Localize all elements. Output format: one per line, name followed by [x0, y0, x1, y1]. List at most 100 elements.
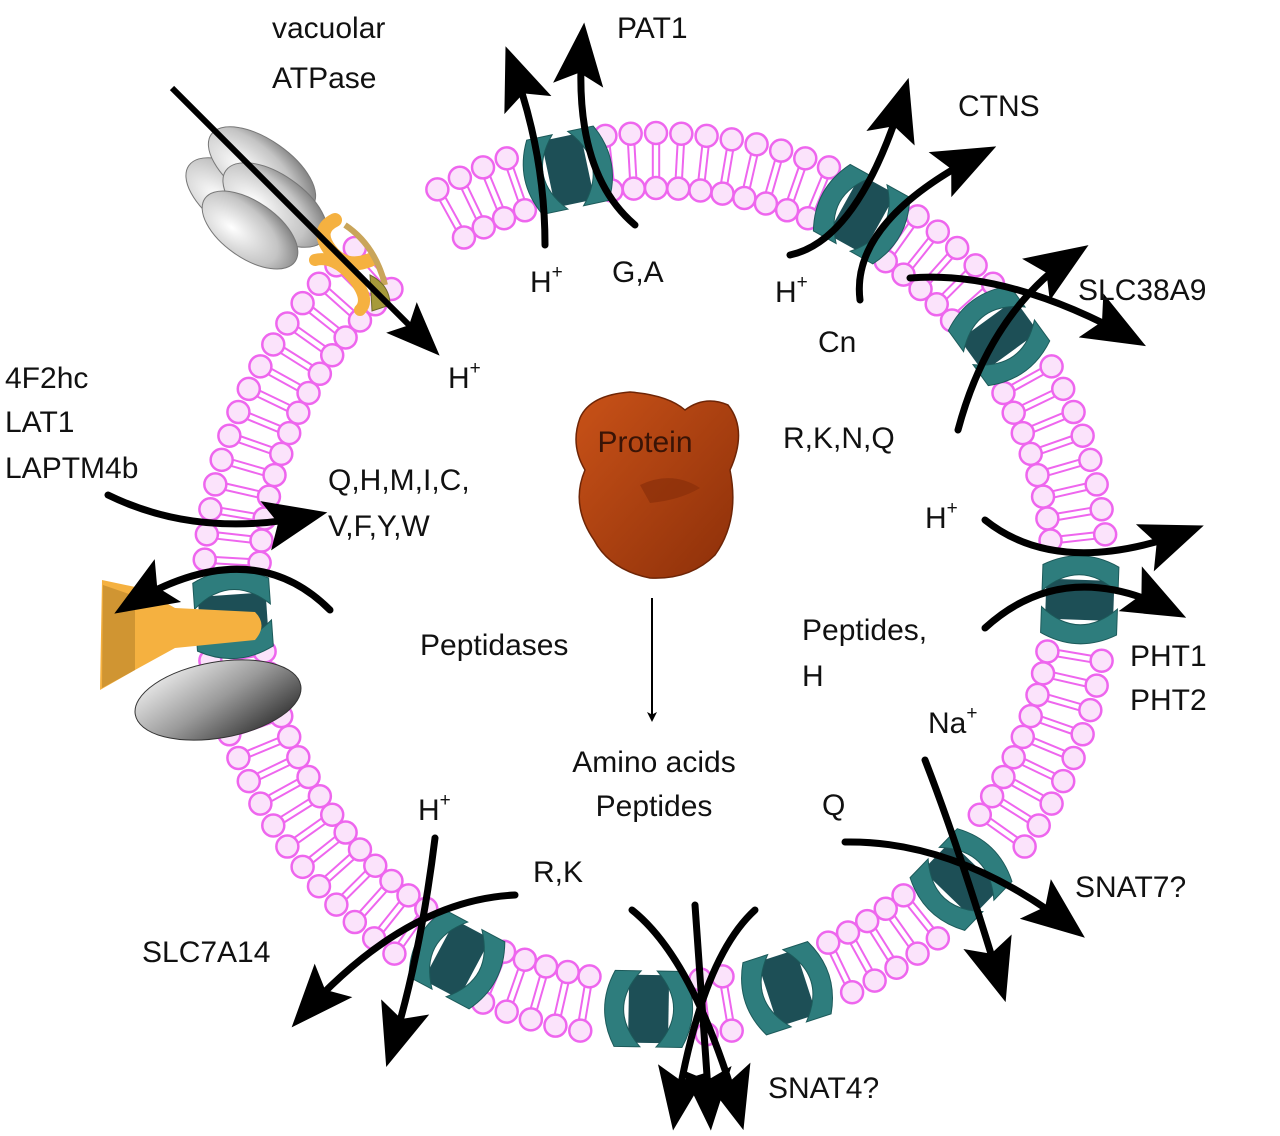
lipid-head — [1025, 462, 1050, 488]
lipid-head — [621, 176, 646, 201]
label-aa-line1: Q,H,M,I,C, — [328, 464, 470, 497]
lipid-head — [226, 745, 251, 771]
label-cn: Cn — [818, 326, 856, 359]
label-pat1: PAT1 — [617, 12, 688, 45]
lipid-head — [1070, 722, 1095, 747]
vacuolar-atpase-icon — [185, 126, 391, 316]
lipid-head — [744, 132, 769, 157]
transport-arrows — [104, 22, 1204, 1131]
lipid-tail — [874, 927, 895, 959]
lipid-head — [306, 271, 332, 297]
lipid-tail — [267, 778, 299, 797]
lipid-head — [835, 920, 861, 945]
lipid-tail — [1056, 506, 1092, 515]
lipid-head — [1061, 745, 1086, 771]
transporter-core — [541, 132, 595, 208]
lipid-tail — [246, 417, 280, 434]
label-peptides-pht: Peptides, — [802, 614, 927, 647]
lipid-head — [793, 146, 818, 171]
lipid-tail — [323, 292, 352, 317]
lipid-tail — [444, 196, 463, 228]
lipid-head — [470, 155, 496, 180]
lipid-head — [669, 121, 694, 146]
lipid-head — [839, 979, 865, 1005]
label-q: Q — [822, 789, 845, 822]
lipid-tail — [438, 199, 458, 231]
lipid-tail — [893, 225, 916, 256]
lipid-head — [1092, 522, 1118, 547]
transporter-lobe — [444, 928, 506, 1010]
lipid-head — [306, 873, 332, 899]
label-rknq: R,K,N,Q — [783, 422, 895, 455]
label-pht2: PHT2 — [1130, 684, 1207, 717]
lipid-head — [333, 820, 358, 845]
lipid-tail — [1023, 395, 1057, 413]
lipid-head — [568, 1018, 593, 1043]
lipid-tail — [255, 395, 289, 413]
lipid-head — [774, 198, 800, 223]
lipid-tail — [1038, 721, 1073, 735]
lipid-tail — [214, 556, 250, 560]
lipid-head — [249, 528, 274, 553]
lipid-head — [396, 883, 421, 908]
lipid-head — [719, 1018, 744, 1043]
lipid-head — [1039, 791, 1064, 816]
lipid-head — [363, 853, 388, 878]
lipid-head — [425, 177, 450, 202]
lipid-head — [512, 947, 538, 972]
lipid-head — [905, 941, 930, 966]
lipid-head — [269, 441, 294, 467]
transporter-core — [757, 949, 817, 1027]
lipid-tail — [1057, 513, 1093, 521]
lipid-head — [192, 547, 217, 572]
lipid-tail — [535, 976, 548, 1011]
lipid-head — [891, 883, 916, 908]
label-4f2hc: 4F2hc — [5, 362, 88, 395]
lipid-tail — [1051, 677, 1087, 688]
lipid-head — [333, 325, 358, 350]
lipid-head — [276, 724, 302, 750]
lipid-head — [1084, 472, 1109, 497]
lipid-tail — [720, 986, 728, 1022]
lipid-tail — [1059, 531, 1095, 538]
lipid-tail — [1001, 797, 1033, 819]
lipid-tail — [911, 900, 935, 930]
lipid-tail — [807, 175, 824, 209]
lipid-head — [1010, 420, 1036, 446]
lipid-tail — [1040, 715, 1075, 729]
lipid-tail — [345, 874, 372, 901]
lipid-head — [816, 930, 841, 955]
lipid-tail — [989, 817, 1019, 839]
lipid-tail — [466, 184, 484, 218]
lipid-tail — [1057, 649, 1093, 657]
lipid-head — [1030, 661, 1056, 686]
lipid-tail — [506, 967, 520, 1002]
lipid-head — [1018, 703, 1043, 729]
lipid-head — [816, 155, 842, 180]
lipid-tail — [246, 736, 280, 753]
lipid-tail — [764, 159, 777, 194]
labels: PAT1 H+ G,A CTNS H+ Cn SLC38A9 R,K,N,Q v… — [5, 12, 1207, 1105]
lipid-tail — [828, 952, 846, 986]
lipid-tail — [906, 236, 930, 266]
lipid-tail — [1032, 417, 1066, 434]
lipid-tail — [786, 166, 800, 201]
transporter-core — [922, 841, 1000, 918]
lipid-tail — [216, 537, 252, 544]
lipid-tail — [220, 506, 256, 515]
lipid-tail — [382, 904, 406, 934]
lipid-head — [944, 235, 970, 261]
lipid-head — [543, 1013, 568, 1038]
lipid-head — [1039, 354, 1064, 379]
label-slc38a9: SLC38A9 — [1078, 274, 1206, 307]
lipid-tail — [311, 840, 341, 864]
label-h-pat1: H+ — [530, 262, 563, 299]
lipid-head — [248, 354, 273, 379]
lipid-head — [261, 813, 286, 838]
lipid-head — [1030, 484, 1056, 509]
lipid-tail — [1060, 537, 1096, 544]
label-pht1: PHT1 — [1130, 640, 1207, 673]
label-h-pht: H+ — [925, 498, 958, 535]
transporter-lobe — [909, 857, 984, 931]
